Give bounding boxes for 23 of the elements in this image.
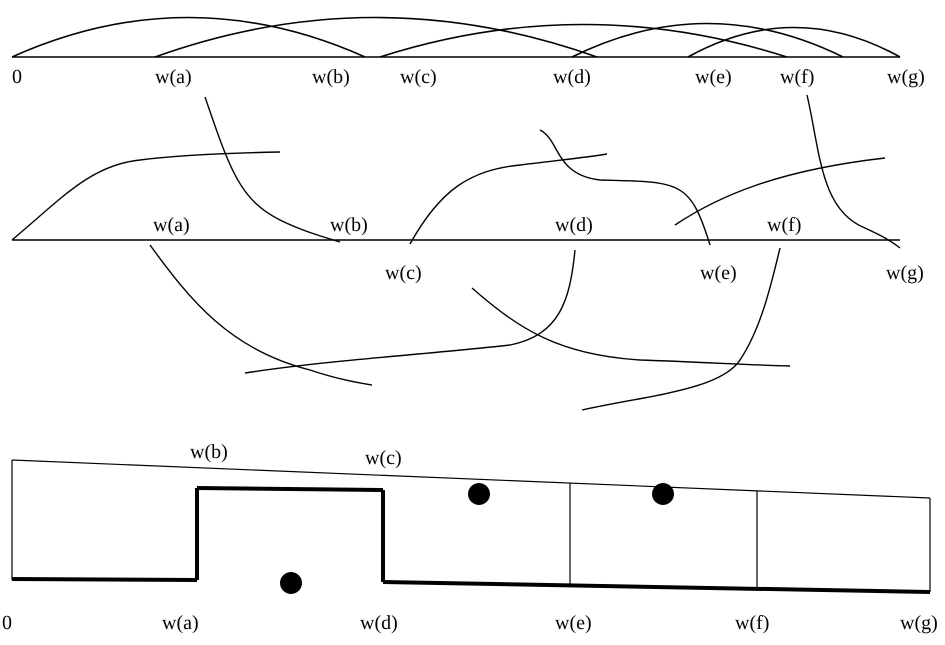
point-label: w(d) <box>360 612 398 634</box>
point-label: w(b) <box>312 66 350 88</box>
point-label: w(g) <box>900 612 938 634</box>
point-label: w(a) <box>153 214 190 236</box>
point-label: w(c) <box>365 447 402 469</box>
point-label: w(e) <box>695 66 732 88</box>
point-label: 0 <box>2 612 12 634</box>
point-label: w(c) <box>385 262 422 284</box>
point-label: w(f) <box>735 612 770 634</box>
point-label: w(g) <box>886 262 924 284</box>
point-label: w(a) <box>162 612 199 634</box>
point-label: w(e) <box>555 612 592 634</box>
point-label: w(d) <box>553 66 591 88</box>
point-label: w(f) <box>780 66 814 88</box>
point-label: w(e) <box>700 262 737 284</box>
point-label: w(a) <box>155 66 192 88</box>
point-label: w(b) <box>330 214 368 236</box>
point-label: w(d) <box>555 214 593 236</box>
point-label: 0 <box>12 66 22 88</box>
point-label: w(g) <box>887 66 925 88</box>
point-label: w(c) <box>400 66 437 88</box>
point-label: w(f) <box>767 214 802 236</box>
point-label: w(b) <box>190 441 228 463</box>
